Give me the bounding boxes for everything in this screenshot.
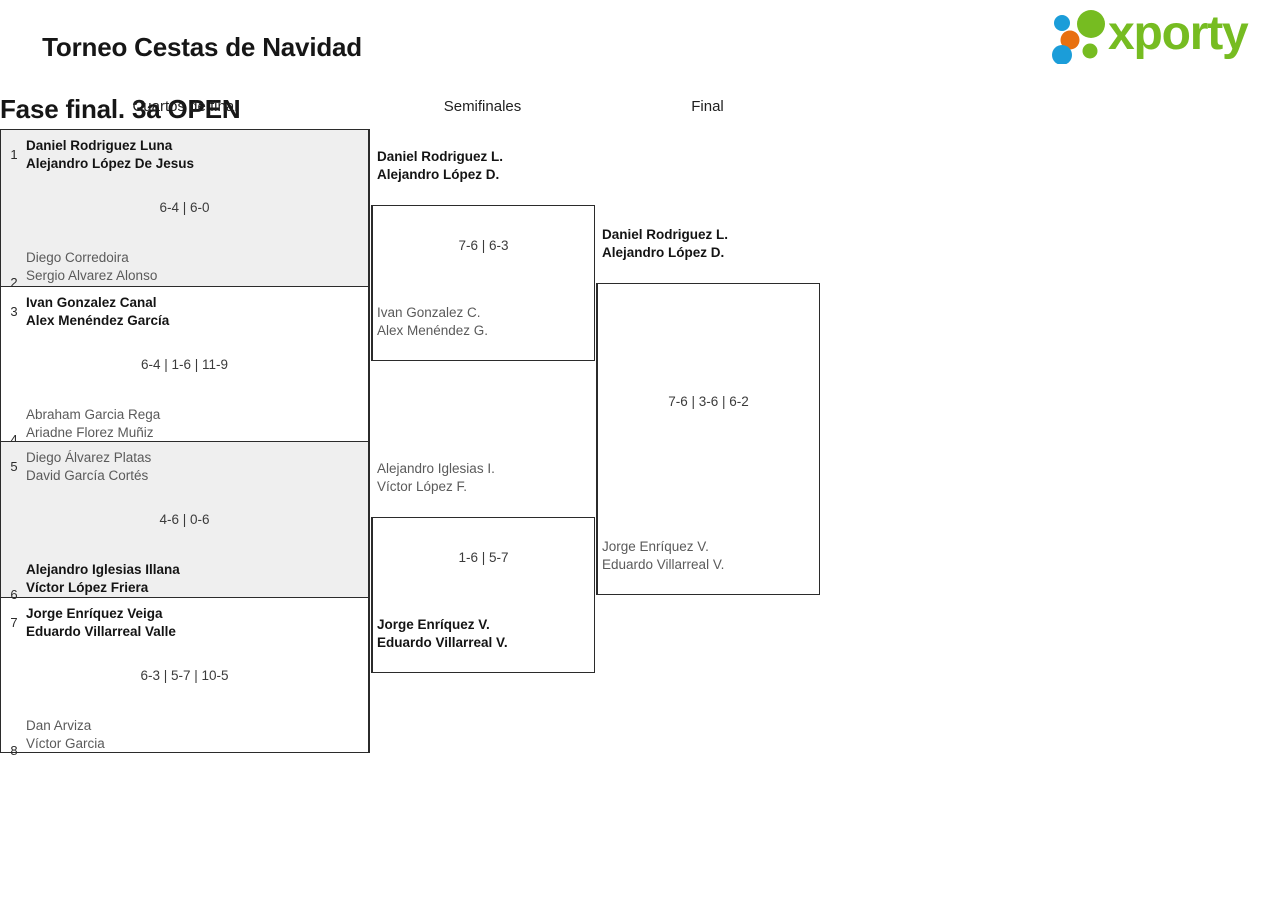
- player-name: Alejandro Iglesias Illana: [26, 562, 180, 577]
- match-qf-1[interactable]: 1 Daniel Rodriguez Luna Alejandro López …: [1, 130, 368, 290]
- player-name: Dan Arviza: [26, 717, 92, 733]
- match-score: 1-6 | 5-7: [458, 550, 509, 565]
- round-header-semifinals: Semifinales: [443, 98, 522, 115]
- player-name: Daniel Rodriguez L.: [602, 227, 729, 242]
- match-final[interactable]: 7-6 | 3-6 | 6-2: [596, 283, 820, 595]
- player-name: Ivan Gonzalez C.: [377, 305, 481, 320]
- match-score: 7-6 | 3-6 | 6-2: [668, 394, 749, 409]
- match-sf-1[interactable]: 7-6 | 6-3: [371, 205, 595, 361]
- player-name: Daniel Rodriguez Luna: [26, 138, 173, 153]
- player-name: Alex Menéndez G.: [377, 323, 489, 338]
- match-score: 4-6 | 0-6: [159, 512, 210, 527]
- tournament-phase: Fase final. 3a OPEN: [0, 94, 241, 124]
- player-name: Diego Álvarez Platas: [26, 450, 152, 465]
- player-name: Eduardo Villarreal V.: [377, 635, 508, 650]
- seed-number: 4: [10, 431, 18, 447]
- player-name: Alejandro López D.: [377, 167, 500, 182]
- player-name: Jorge Enríquez V.: [377, 617, 490, 632]
- player-name: Alejandro Iglesias I.: [377, 461, 495, 476]
- match-score: 6-3 | 5-7 | 10-5: [140, 667, 229, 683]
- tournament-name: Torneo Cestas de Navidad: [42, 32, 362, 62]
- team-entry[interactable]: Diego Álvarez Platas David García Cortés: [26, 449, 360, 485]
- team-entry[interactable]: Dan Arviza Víctor Garcia: [26, 717, 360, 753]
- xporty-logo[interactable]: xporty: [1050, 7, 1274, 66]
- player-name: Jorge Enríquez V.: [602, 539, 709, 554]
- player-name: Víctor López Friera: [26, 580, 149, 595]
- page-header: Torneo Cestas de Navidad Fase final. 3a …: [0, 0, 1280, 124]
- match-score: 6-4 | 1-6 | 11-9: [140, 356, 229, 372]
- team-entry[interactable]: Jorge Enríquez Veiga Eduardo Villarreal …: [26, 605, 360, 641]
- player-name: Víctor López F.: [377, 479, 468, 494]
- match-qf-3[interactable]: 5 Diego Álvarez Platas David García Cort…: [1, 441, 368, 602]
- player-name: Víctor Garcia: [26, 735, 105, 751]
- logo-dots-icon: [1052, 10, 1105, 64]
- seed-number: 1: [10, 147, 18, 162]
- team-entry[interactable]: Jorge Enríquez V. Eduardo Villarreal V.: [377, 616, 597, 652]
- player-name: David García Cortés: [26, 468, 149, 483]
- player-name: Abraham Garcia Rega: [26, 406, 161, 422]
- player-name: Eduardo Villarreal V.: [602, 557, 725, 572]
- match-score: 6-4 | 6-0: [159, 200, 210, 215]
- seed-number: 3: [10, 303, 18, 319]
- player-name: Alejandro López De Jesus: [26, 156, 195, 171]
- seed-number: 8: [10, 742, 18, 758]
- team-entry[interactable]: Daniel Rodriguez L. Alejandro López D.: [602, 226, 832, 262]
- player-name: Alejandro López D.: [602, 245, 725, 260]
- team-entry[interactable]: Ivan Gonzalez C. Alex Menéndez G.: [377, 304, 597, 340]
- match-score: 7-6 | 6-3: [458, 238, 509, 253]
- player-name: Alex Menéndez García: [26, 312, 170, 328]
- player-name: Eduardo Villarreal Valle: [26, 623, 176, 639]
- team-entry[interactable]: Jorge Enríquez V. Eduardo Villarreal V.: [602, 538, 832, 574]
- team-entry[interactable]: Daniel Rodriguez Luna Alejandro López De…: [26, 137, 360, 173]
- match-qf-2[interactable]: 3 Ivan Gonzalez Canal Alex Menéndez Garc…: [1, 285, 368, 447]
- player-name: Ariadne Florez Muñiz: [26, 424, 154, 440]
- player-name: Diego Corredoira: [26, 250, 129, 265]
- quarterfinals-column: 1 Daniel Rodriguez Luna Alejandro López …: [0, 129, 370, 758]
- round-header-final: Final: [691, 98, 724, 115]
- player-name: Sergio Alvarez Alonso: [26, 268, 158, 283]
- match-qf-4[interactable]: 7 Jorge Enríquez Veiga Eduardo Villarrea…: [1, 596, 368, 758]
- seed-number: 2: [10, 275, 18, 290]
- team-entry[interactable]: Diego Corredoira Sergio Alvarez Alonso: [26, 249, 360, 285]
- logo-wordmark: xporty: [1108, 7, 1249, 60]
- round-header-quarterfinals: Cuartos de final: [132, 98, 238, 115]
- team-entry[interactable]: Alejandro Iglesias Illana Víctor López F…: [26, 561, 360, 597]
- team-entry[interactable]: Abraham Garcia Rega Ariadne Florez Muñiz: [26, 406, 360, 442]
- player-name: Daniel Rodriguez L.: [377, 149, 504, 164]
- team-entry[interactable]: Alejandro Iglesias I. Víctor López F.: [377, 460, 597, 496]
- team-entry[interactable]: Daniel Rodriguez L. Alejandro López D.: [377, 148, 597, 184]
- seed-number: 7: [10, 614, 18, 630]
- page-title: Torneo Cestas de Navidad Fase final. 3a …: [0, 1, 362, 187]
- team-entry[interactable]: Ivan Gonzalez Canal Alex Menéndez García: [26, 294, 360, 330]
- seed-number: 6: [10, 587, 18, 602]
- player-name: Ivan Gonzalez Canal: [26, 294, 157, 310]
- player-name: Jorge Enríquez Veiga: [26, 605, 163, 621]
- seed-number: 5: [10, 459, 18, 474]
- match-sf-2[interactable]: 1-6 | 5-7: [371, 517, 595, 673]
